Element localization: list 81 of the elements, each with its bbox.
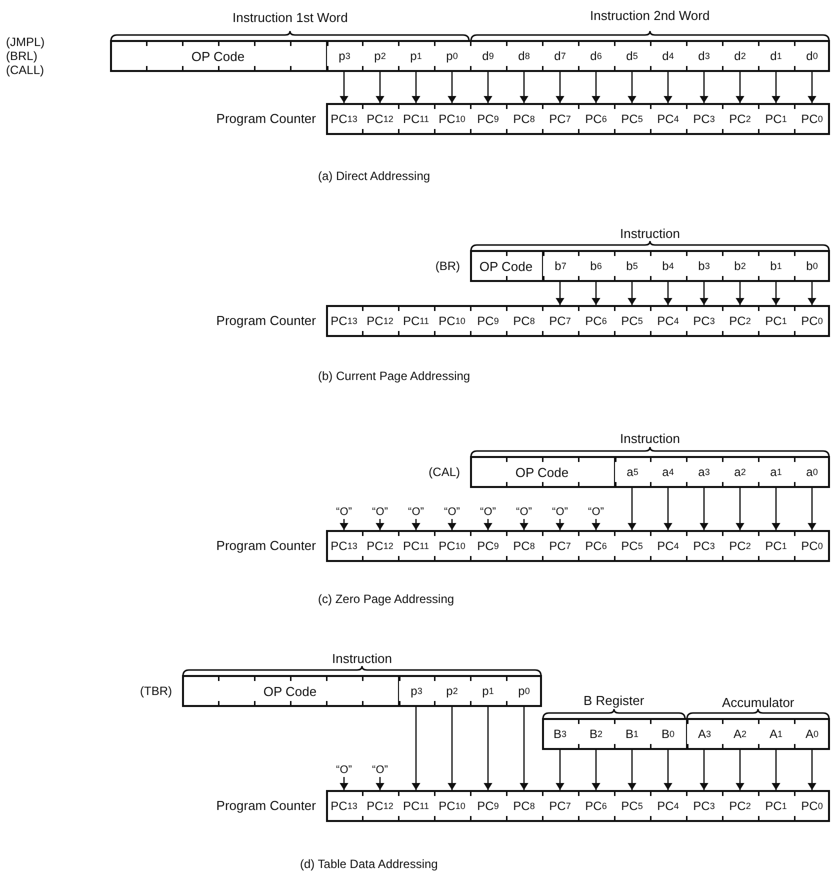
arrow bbox=[628, 282, 636, 305]
constant-label: “O” bbox=[470, 506, 506, 519]
arrow bbox=[484, 707, 492, 790]
arrow bbox=[340, 72, 348, 103]
constant-label: “O” bbox=[398, 506, 434, 519]
arrow bbox=[772, 750, 780, 790]
arrow bbox=[808, 282, 816, 305]
caption: (d) Table Data Addressing bbox=[300, 856, 438, 872]
mnemonic-label: (BRL) bbox=[6, 49, 38, 63]
constant-label: “O” bbox=[578, 506, 614, 519]
arrow bbox=[592, 72, 600, 103]
arrow bbox=[736, 282, 744, 305]
arrow bbox=[340, 777, 348, 790]
arrow bbox=[556, 72, 564, 103]
arrow bbox=[520, 519, 528, 530]
arrow bbox=[700, 750, 708, 790]
heading: Instruction bbox=[620, 226, 680, 242]
caption: (b) Current Page Addressing bbox=[318, 368, 470, 384]
arrow bbox=[556, 750, 564, 790]
arrow bbox=[448, 519, 456, 530]
arrow bbox=[376, 777, 384, 790]
register-name: Program Counter bbox=[216, 799, 316, 813]
caption: (c) Zero Page Addressing bbox=[318, 591, 454, 607]
arrow bbox=[664, 488, 672, 530]
arrow bbox=[808, 488, 816, 530]
arrow bbox=[448, 707, 456, 790]
mnemonic-label: (JMPL) bbox=[6, 35, 45, 49]
arrow bbox=[808, 750, 816, 790]
arrow bbox=[592, 282, 600, 305]
arrow bbox=[412, 72, 420, 103]
register-name: Program Counter bbox=[216, 539, 316, 553]
arrow bbox=[520, 707, 528, 790]
arrow bbox=[664, 282, 672, 305]
arrow bbox=[736, 750, 744, 790]
arrow bbox=[556, 282, 564, 305]
arrow bbox=[376, 72, 384, 103]
register-name: Program Counter bbox=[216, 314, 316, 328]
arrow bbox=[592, 519, 600, 530]
arrow bbox=[628, 488, 636, 530]
constant-label: “O” bbox=[542, 506, 578, 519]
arrow bbox=[772, 488, 780, 530]
heading: Instruction 2nd Word bbox=[590, 8, 710, 24]
arrow bbox=[484, 519, 492, 530]
arrow bbox=[700, 72, 708, 103]
heading: B Register bbox=[584, 693, 644, 709]
arrow bbox=[700, 488, 708, 530]
mnemonic-label: (BR) bbox=[435, 259, 460, 273]
constant-label: “O” bbox=[362, 506, 398, 519]
constant-label: “O” bbox=[506, 506, 542, 519]
arrow bbox=[772, 282, 780, 305]
arrow bbox=[772, 72, 780, 103]
constant-label: “O” bbox=[326, 506, 362, 519]
constant-label: “O” bbox=[362, 764, 398, 777]
arrow bbox=[412, 707, 420, 790]
register-name: Program Counter bbox=[216, 112, 316, 126]
heading: Instruction bbox=[332, 651, 392, 667]
arrow bbox=[484, 72, 492, 103]
arrow bbox=[556, 519, 564, 530]
arrow bbox=[448, 72, 456, 103]
constant-label: “O” bbox=[434, 506, 470, 519]
constant-label: “O” bbox=[326, 764, 362, 777]
mnemonic-label: (TBR) bbox=[140, 684, 172, 698]
arrow bbox=[700, 282, 708, 305]
arrow bbox=[412, 519, 420, 530]
arrow bbox=[340, 519, 348, 530]
arrow bbox=[628, 72, 636, 103]
heading: Accumulator bbox=[722, 695, 794, 711]
mnemonic-label: (CALL) bbox=[6, 63, 44, 77]
heading: Instruction 1st Word bbox=[232, 10, 348, 26]
arrow bbox=[628, 750, 636, 790]
arrow bbox=[664, 750, 672, 790]
heading: Instruction bbox=[620, 431, 680, 447]
arrow bbox=[592, 750, 600, 790]
arrow bbox=[736, 72, 744, 103]
arrow bbox=[376, 519, 384, 530]
caption: (a) Direct Addressing bbox=[318, 168, 430, 184]
arrow bbox=[808, 72, 816, 103]
arrow bbox=[664, 72, 672, 103]
arrow bbox=[736, 488, 744, 530]
mnemonic-label: (CAL) bbox=[428, 465, 460, 479]
arrow bbox=[520, 72, 528, 103]
